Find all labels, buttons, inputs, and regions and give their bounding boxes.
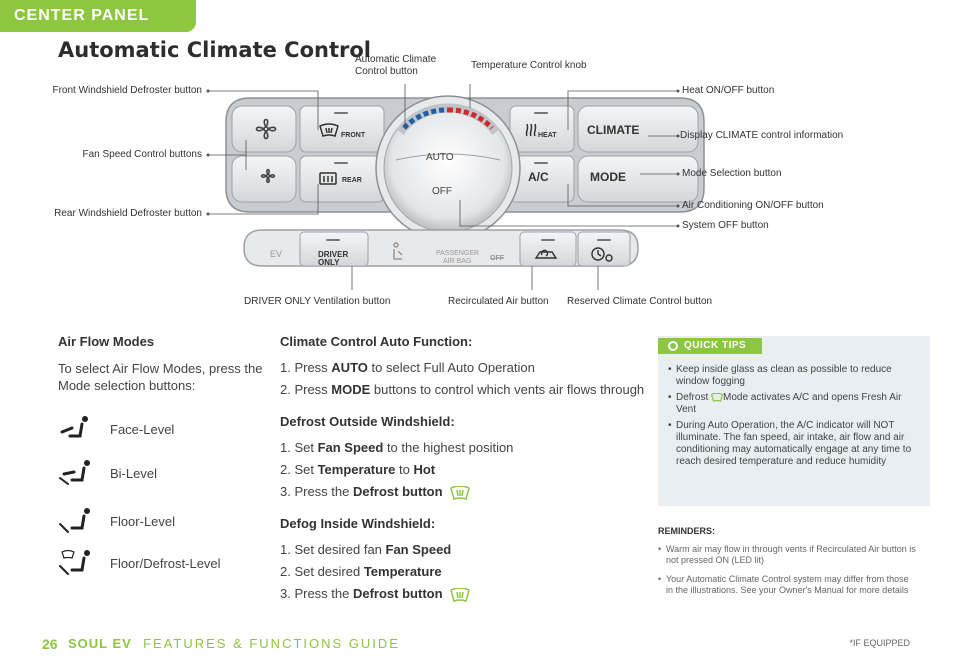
reminders-heading: REMINDERS: xyxy=(658,526,716,536)
defrost-icon xyxy=(450,484,471,500)
fan-large-icon xyxy=(255,118,277,140)
air-mode-face: Face-Level xyxy=(58,414,258,444)
climate-button xyxy=(577,105,699,153)
air-mode-label: Floor/Defrost-Level xyxy=(110,556,221,571)
page-title: Automatic Climate Control xyxy=(58,38,371,62)
fan-small-icon xyxy=(260,168,276,184)
auto-label: AUTO xyxy=(426,152,454,163)
callout-ac: Air Conditioning ON/OFF button xyxy=(682,200,824,211)
airbag-icon xyxy=(393,242,403,260)
air-mode-bi: Bi-Level xyxy=(58,458,258,488)
driver-only-button xyxy=(299,231,369,267)
air-mode-label: Floor-Level xyxy=(110,514,176,529)
callout-reserved: Reserved Climate Control button xyxy=(567,296,713,307)
reminder-1: Warm air may flow in through vents if Re… xyxy=(658,544,916,566)
air-flow-intro: To select Air Flow Modes, press the Mode… xyxy=(58,361,263,393)
floor-defrost-icon xyxy=(59,549,90,575)
climate-label: CLIMATE xyxy=(587,123,639,137)
footer-title: SOUL EV FEATURES & FUNCTIONS GUIDE xyxy=(68,636,400,651)
temp-scale-red xyxy=(447,107,494,130)
quick-tips-tag: QUICK TIPS xyxy=(658,338,762,354)
callout-mode: Mode Selection button xyxy=(682,168,782,179)
driver-label-2: ONLY xyxy=(318,258,340,267)
callout-temp-knob: Temperature Control knob xyxy=(471,60,587,71)
defrost-icon xyxy=(450,586,471,602)
callout-recirc: Recirculated Air button xyxy=(448,296,549,307)
fan-down-button xyxy=(231,155,297,203)
auto-function-heading: Climate Control Auto Function: xyxy=(280,334,473,349)
callout-heat: Heat ON/OFF button xyxy=(682,85,775,96)
passenger-off-label: OFF xyxy=(490,255,505,262)
reminder-2: Your Automatic Climate Control system ma… xyxy=(658,574,916,596)
auto-step-2: 2. Press MODE buttons to control which v… xyxy=(280,382,645,397)
bi-level-icon xyxy=(59,460,90,485)
passenger-label-2: AIR BAG xyxy=(443,258,471,265)
defrost-icon xyxy=(710,392,724,402)
defrost-step-1: 1. Set Fan Speed to the highest position xyxy=(280,440,514,455)
ac-label: A/C xyxy=(528,170,549,184)
callout-fan-speed: Fan Speed Control buttons xyxy=(82,149,202,160)
defog-step-2: 2. Set desired Temperature xyxy=(280,564,442,579)
front-defrost-button xyxy=(299,105,385,153)
defog-step-1: 1. Set desired fan Fan Speed xyxy=(280,542,452,557)
recirc-button xyxy=(519,231,577,267)
heat-label: HEAT xyxy=(538,132,557,139)
recirc-icon xyxy=(534,249,558,259)
air-flow-heading: Air Flow Modes xyxy=(58,334,155,349)
defrost-step-2: 2. Set Temperature to Hot xyxy=(280,462,436,477)
rear-defrost-icon xyxy=(319,172,337,185)
passenger-label-1: PASSENGER xyxy=(436,250,479,257)
temp-scale-blue xyxy=(402,107,449,130)
air-mode-floor: Floor-Level xyxy=(58,506,258,536)
heat-icon xyxy=(525,123,537,137)
tip-3: During Auto Operation, the A/C indicator… xyxy=(668,420,916,468)
floor-level-icon xyxy=(59,508,90,533)
mode-label: MODE xyxy=(590,170,626,184)
off-label: OFF xyxy=(432,186,452,197)
front-defrost-icon xyxy=(319,123,339,137)
footer-note: *IF EQUIPPED xyxy=(849,638,910,648)
page-number: 26 xyxy=(42,636,58,652)
defrost-step-3: 3. Press the Defrost button xyxy=(280,484,471,500)
tip-2: Defrost Mode activates A/C and opens Fre… xyxy=(668,392,916,416)
tip-icon xyxy=(668,341,678,351)
tip-1: Keep inside glass as clean as possible t… xyxy=(668,364,916,388)
callout-front-defrost: Front Windshield Defroster button xyxy=(52,85,202,96)
auto-function-section: Climate Control Auto Function: 1. Press … xyxy=(280,334,644,602)
heat-button xyxy=(509,105,575,153)
air-mode-floor-defrost: Floor/Defrost-Level xyxy=(58,548,258,578)
climate-panel-illustration: FRONT REAR HEAT CLIMATE A/C MODE AUTO OF… xyxy=(206,84,705,290)
defog-inside-heading: Defog Inside Windshield: xyxy=(280,516,436,531)
callout-driver-only: DRIVER ONLY Ventilation button xyxy=(244,296,391,307)
section-tab: CENTER PANEL xyxy=(0,0,196,32)
section-tab-label: CENTER PANEL xyxy=(14,7,150,24)
callout-rear-defrost: Rear Windshield Defroster button xyxy=(54,208,202,219)
driver-label-1: DRIVER xyxy=(318,250,348,259)
auto-step-1: 1. Press AUTO to select Full Auto Operat… xyxy=(280,360,535,375)
reserved-button xyxy=(577,231,631,267)
mode-button xyxy=(577,155,699,203)
rear-label: REAR xyxy=(342,177,362,184)
air-mode-label: Bi-Level xyxy=(110,466,157,481)
callout-system-off: System OFF button xyxy=(682,220,769,231)
air-mode-label: Face-Level xyxy=(110,422,175,437)
ev-label: EV xyxy=(270,249,282,259)
defrost-outside-heading: Defrost Outside Windshield: xyxy=(280,414,455,429)
front-label: FRONT xyxy=(341,132,366,139)
clock-fan-icon xyxy=(591,247,613,262)
face-level-icon xyxy=(60,416,88,438)
callout-display-climate: Display CLIMATE control information xyxy=(680,130,844,141)
defog-step-3: 3. Press the Defrost button xyxy=(280,586,471,602)
